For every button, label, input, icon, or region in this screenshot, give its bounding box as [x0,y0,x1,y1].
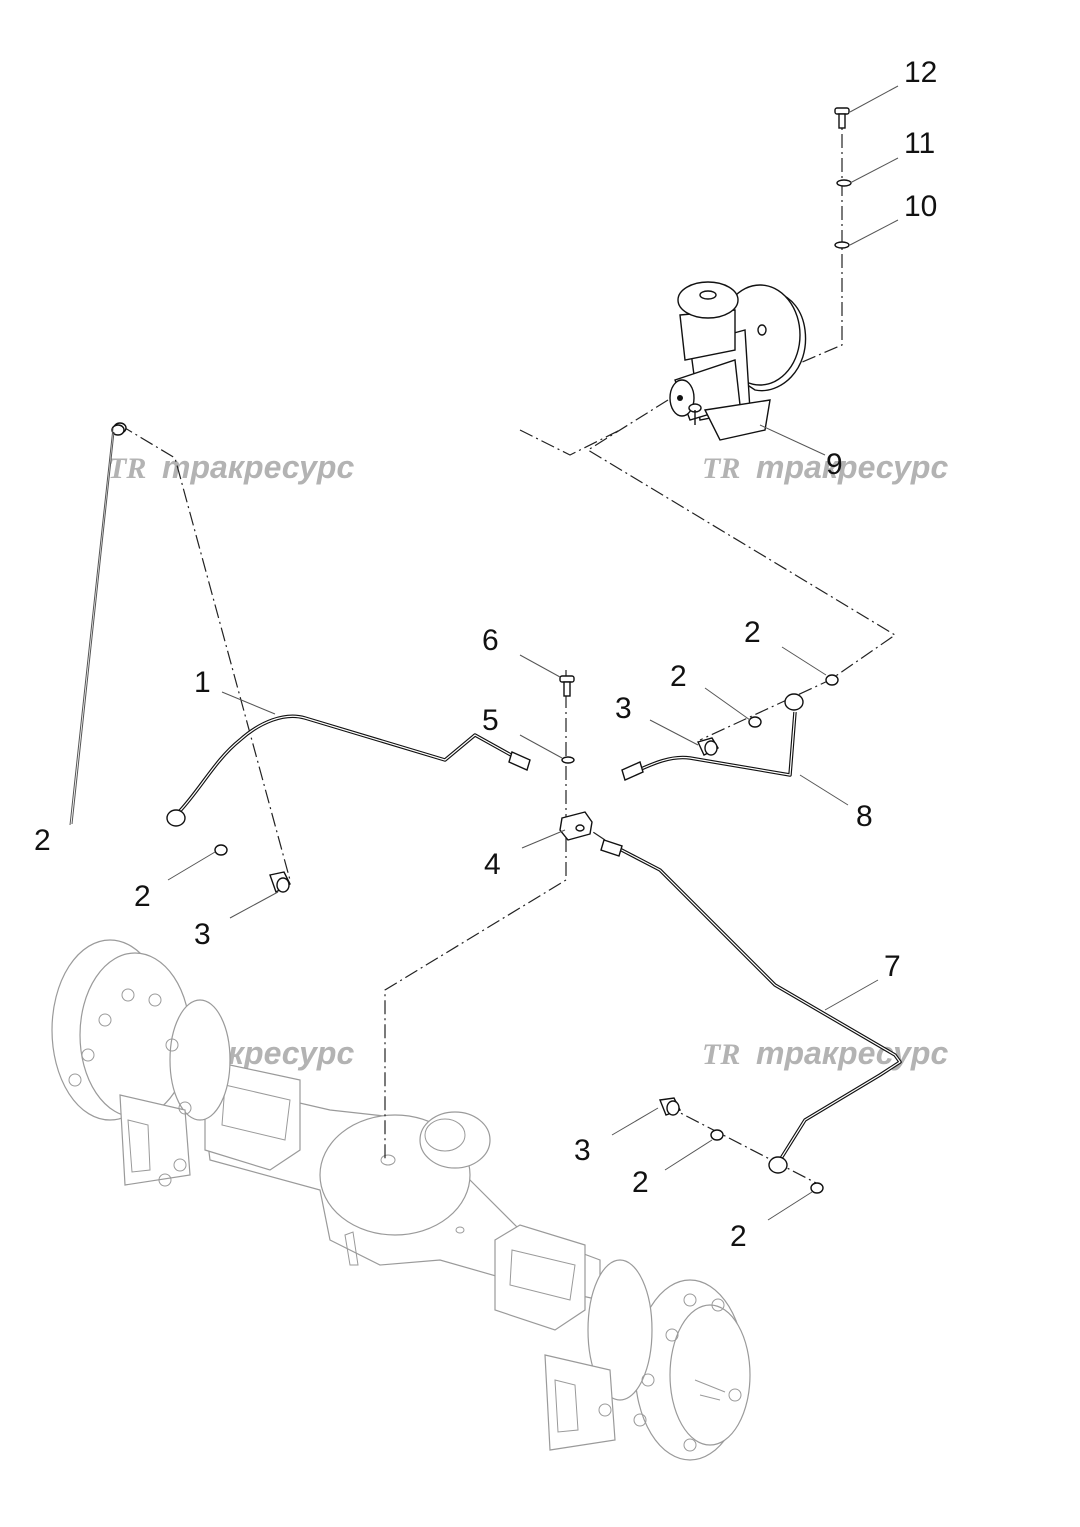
callout-1: 1 [194,666,211,699]
callout-3: 3 [615,692,632,725]
watermark-text: тракресурс [756,1035,948,1071]
brake-pipe-7 [600,839,902,1174]
callout-labels: 12 11 10 9 6 5 4 1 2 2 3 3 2 2 8 7 3 2 2 [34,56,937,1253]
watermark-logo: TR [702,452,740,485]
callout-5: 5 [482,704,499,737]
brake-pipe-8 [621,693,804,781]
bolt-3-icon [659,1097,681,1116]
axle-assembly [51,939,751,1461]
callout-12: 12 [904,56,937,89]
assembly-centerlines [119,110,897,1186]
watermark-logo: TR [108,452,146,485]
callout-8: 8 [856,800,873,833]
washer-10-icon [834,241,850,249]
washer-2-icon [214,844,228,856]
callout-2: 2 [134,880,151,913]
bolt-12-icon [834,107,850,129]
bolt-3-icon [269,871,291,894]
brake-pipe-1 [166,714,531,827]
callout-6: 6 [482,624,499,657]
callout-2: 2 [670,660,687,693]
watermark-top-right: TR тракресурс [702,449,948,485]
callout-9: 9 [826,448,843,481]
bolt-3-icon [697,737,719,756]
washer-2-icon [810,1182,824,1194]
watermark-top-left: TR тракресурс [108,449,354,485]
bolt-6-icon [559,675,575,697]
callout-2: 2 [34,824,51,857]
watermark-text: тракресурс [162,449,354,485]
washer-2-icon [710,1129,724,1141]
washer-5-icon [561,756,575,764]
callout-2: 2 [744,616,761,649]
washer-2-icon [111,424,125,436]
callout-10: 10 [904,190,937,223]
callout-2: 2 [730,1220,747,1253]
callout-4: 4 [484,848,501,881]
watermark-logo: TR [702,1038,740,1071]
callout-11: 11 [904,127,935,160]
washer-2-icon [825,674,839,686]
callout-7: 7 [884,950,901,983]
washer-11-icon [836,179,852,187]
brake-master-cylinder [669,281,807,441]
washer-2-icon [748,716,762,728]
callout-2: 2 [632,1166,649,1199]
watermark-mid-right: TR тракресурс [702,1035,948,1071]
callout-3: 3 [194,918,211,951]
tee-fitting-icon [559,811,593,841]
callout-3: 3 [574,1134,591,1167]
watermark-text: тракресурс [756,449,948,485]
leader-lines [69,85,899,1221]
